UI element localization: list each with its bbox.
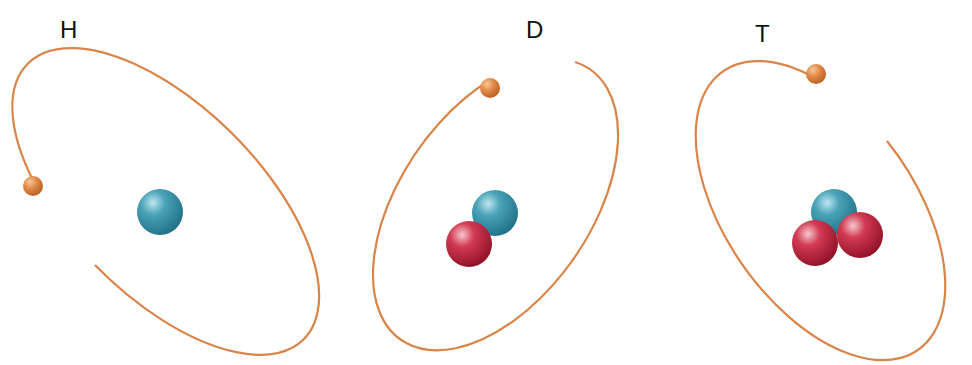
neutron [837, 212, 883, 258]
proton [137, 189, 183, 235]
isotope-symbol: T [755, 22, 770, 46]
electron [23, 176, 43, 196]
orbit [12, 48, 319, 355]
orbit [696, 61, 946, 360]
neutron [792, 220, 838, 266]
isotope-symbol: D [526, 18, 543, 42]
isotope-symbol: H [60, 18, 77, 42]
orbit [373, 62, 618, 350]
electron [480, 78, 500, 98]
electron [806, 64, 826, 84]
neutron [446, 221, 492, 267]
